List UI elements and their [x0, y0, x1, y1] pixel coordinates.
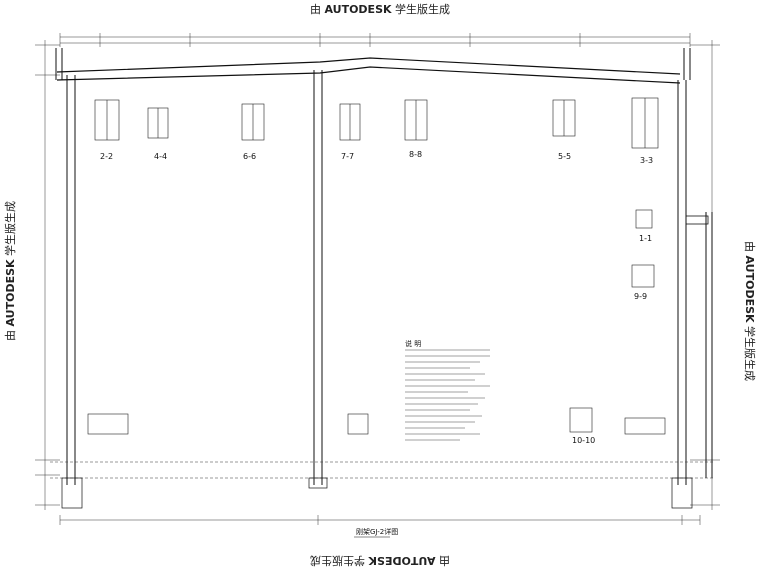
elevation-marks [35, 40, 720, 510]
section-label-1-1: 1-1 [639, 234, 652, 243]
section-label-4-4: 4-4 [154, 152, 167, 161]
notes-block [405, 349, 490, 441]
watermark-top: 由 AUTODESK 学生版生成 [309, 3, 451, 16]
section-label-2-2: 2-2 [100, 152, 113, 161]
top-dimensions [59, 33, 691, 47]
roof-rafters [56, 57, 681, 84]
section-label-3-3: 3-3 [640, 156, 653, 165]
section-label-7-7: 7-7 [341, 152, 354, 161]
notes-heading: 说 明 [405, 339, 421, 348]
bracket [685, 215, 709, 225]
section-label-8-8: 8-8 [409, 150, 422, 159]
bottom-dimensions [59, 515, 701, 525]
drawing-title: 刚架GJ-2详图 [356, 527, 398, 536]
foundations [61, 477, 693, 509]
ground-line [50, 461, 715, 479]
section-label-9-9: 9-9 [634, 292, 647, 301]
section-label-10-10: 10-10 [572, 436, 595, 445]
section-label-6-6: 6-6 [243, 152, 256, 161]
section-label-5-5: 5-5 [558, 152, 571, 161]
columns [55, 48, 713, 485]
section-details [87, 97, 666, 435]
